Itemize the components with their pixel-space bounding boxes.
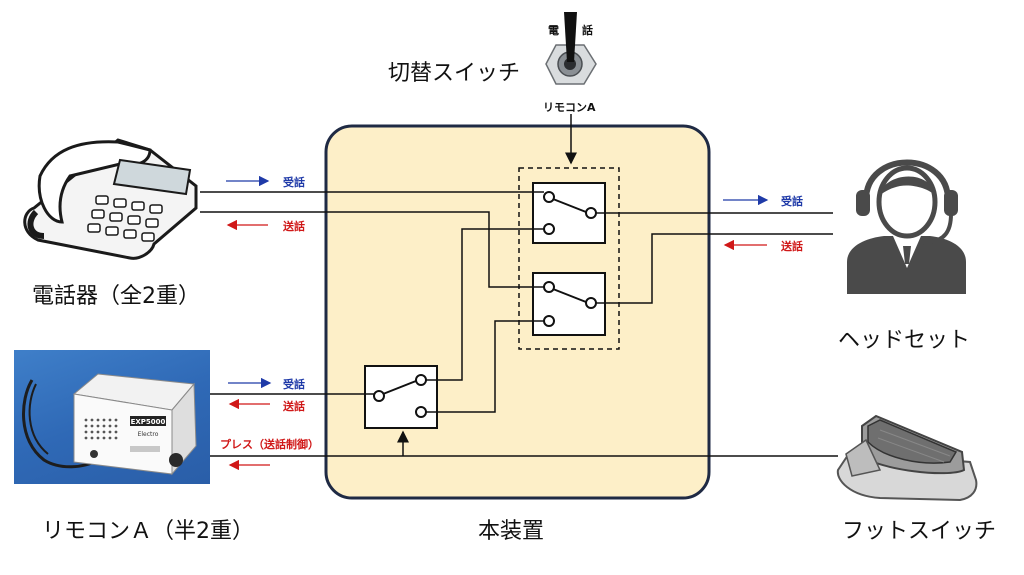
press-label: プレス（送話制御） [220,438,319,451]
tel-receive-label: 受話 [283,176,305,189]
ganged-switch-group [518,167,620,350]
main-unit-box [324,124,711,500]
remote-brand-text: Electro [138,431,159,438]
remote-model-text: EXP5000 [131,418,166,426]
remote-send-label: 送話 [283,400,305,413]
toggle-label-right: 話 [582,24,593,37]
toggle-label-left: 電 [548,24,559,37]
remote-receive-label: 受話 [283,378,305,391]
foot-switch-label: フットスイッチ [842,519,997,544]
remote-unit-photo: EXP5000 Electro [14,350,210,484]
headset-receive-label: 受話 [781,195,803,208]
headset-operator-icon [835,150,975,296]
remote-label: リモコンＡ（半2重） [42,519,254,544]
headset-send-label: 送話 [781,240,803,253]
telephone-icon [23,138,198,260]
wiring [200,191,838,457]
toggle-label-bottom: リモコンA [543,101,596,114]
relay-switch-3 [364,365,438,429]
toggle-switch-icon [545,12,597,85]
tel-send-label: 送話 [283,220,305,233]
headset-label: ヘッドセット [838,328,971,353]
relay-switch-1 [532,182,606,244]
foot-switch-icon [836,414,978,502]
telephone-label: 電話器（全2重） [32,284,200,309]
main-unit-label: 本装置 [478,519,545,544]
remote-unit-icon: EXP5000 Electro [22,373,197,476]
relay-switch-2 [532,272,606,336]
changeover-switch-label: 切替スイッチ [388,61,521,86]
